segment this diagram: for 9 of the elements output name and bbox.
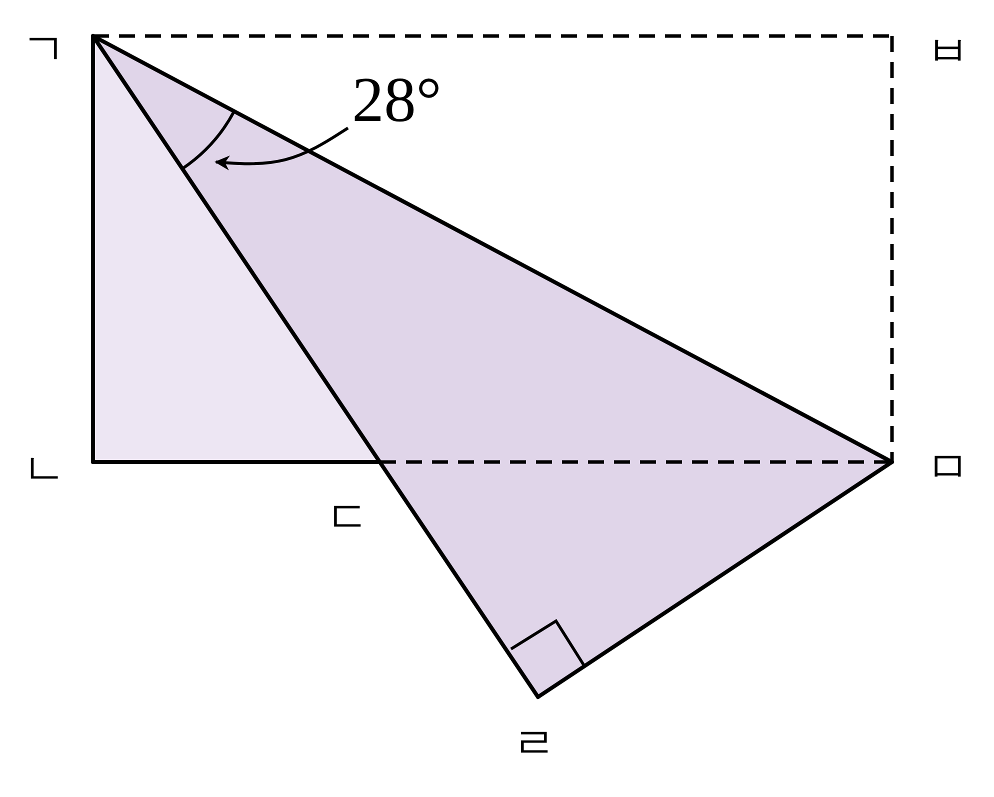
vertex-label: ㅂ	[926, 30, 970, 74]
vertex-label: ㄴ	[22, 448, 66, 492]
vertex-label: ㄱ	[22, 28, 66, 72]
angle-label: 28°	[352, 68, 442, 132]
vertex-label: ㄷ	[326, 496, 370, 540]
arrow	[214, 126, 349, 170]
angle-arc	[182, 110, 236, 170]
vertex-label: ㄹ	[512, 722, 556, 766]
vertex-label: ㅁ	[926, 446, 970, 490]
